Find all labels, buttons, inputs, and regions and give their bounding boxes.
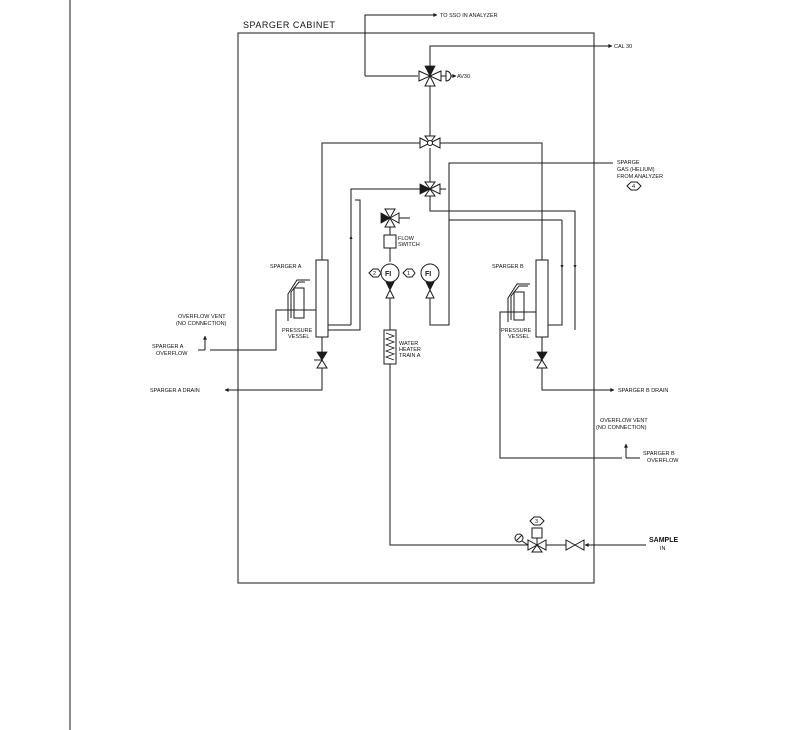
cabinet-title: SPARGER CABINET [243, 20, 335, 30]
water-heater-coil [384, 332, 396, 361]
sparger-cabinet-enclosure [237, 32, 595, 584]
line-sparger-a-drain [224, 368, 323, 392]
label-overflow-vent-b-1: OVERFLOW VENT [600, 418, 648, 424]
label-water-heater-2: HEATER [399, 347, 421, 353]
av30-three-way-valve [418, 65, 457, 87]
line-valve3-down [429, 196, 576, 330]
sparger-b-dip-tube-2 [507, 283, 530, 322]
label-sparge-gas-1: SPARGE [617, 160, 640, 166]
label-pressure-vessel-a-1: PRESSURE [282, 328, 313, 334]
flow-switch-valve [380, 208, 400, 228]
sample-ref-tag: 3 [529, 516, 545, 526]
label-pressure-vessel-a-2: VESSEL [288, 334, 309, 340]
sparger-a-column [315, 259, 329, 338]
svg-text:FI: FI [425, 271, 431, 278]
label-av30: AV30 [457, 74, 470, 80]
line-sparge-gas [429, 162, 612, 326]
line-cal30 [429, 45, 610, 68]
valve-2-three-way [419, 135, 441, 149]
label-sparger-a: SPARGER A [270, 264, 302, 270]
label-sparger-b: SPARGER B [492, 264, 524, 270]
svg-text:FI: FI [385, 271, 391, 278]
svg-text:3: 3 [535, 519, 538, 525]
label-water-heater-3: TRAIN A [399, 353, 421, 359]
line-valve2-to-sparger-a [321, 142, 420, 260]
label-pressure-vessel-b-2: VESSEL [508, 334, 529, 340]
sparger-b-column [535, 259, 549, 338]
label-flow-switch-2: SWITCH [398, 242, 420, 248]
label-sparger-a-overflow-2: OVERFLOW [156, 351, 188, 357]
sparger-a-dip-tube [290, 281, 305, 318]
label-sparger-a-overflow-1: SPARGER A [152, 344, 184, 350]
valve-3-three-way [419, 181, 441, 197]
svg-text:1: 1 [407, 271, 410, 277]
sparger-b-drain-valve [534, 351, 548, 369]
svg-text:4: 4 [632, 184, 635, 190]
label-pressure-vessel-b-1: PRESSURE [501, 328, 532, 334]
label-flow-switch-1: FLOW [398, 236, 415, 242]
svg-text:2: 2 [373, 271, 376, 277]
line-valve3-to-sparger-a [350, 188, 420, 325]
label-sparger-b-overflow-2: OVERFLOW [647, 458, 679, 464]
line-sparger-b-overflow [499, 311, 622, 459]
sparger-a-pressure-vessel [293, 287, 305, 319]
label-sparger-b-overflow-1: SPARGER B [643, 451, 675, 457]
label-sample-in-2: IN [660, 546, 666, 552]
label-overflow-vent-b-2: (NO CONNECTION) [596, 425, 647, 431]
line-sparger-b-drain [541, 368, 615, 392]
sparger-b-dip-tube [510, 285, 528, 320]
label-overflow-vent-a-2: (NO CONNECTION) [176, 321, 227, 327]
label-sparger-b-drain: SPARGER B DRAIN [618, 388, 668, 394]
label-overflow-vent-a-1: OVERFLOW VENT [178, 314, 226, 320]
line-sparger-a-inner [328, 199, 361, 331]
line-sparger-a-overflow [210, 309, 316, 351]
flow-indicator-left: FI 2 [368, 263, 400, 299]
label-to-sso: TO SSO IN ANALYZER [440, 13, 498, 19]
label-water-heater-1: WATER [399, 341, 418, 347]
label-sparge-gas-2: GAS (HELIUM) [617, 167, 655, 173]
sparge-gas-ref-tag: 4 [626, 181, 642, 191]
sparger-a-dip-tube-2 [287, 279, 310, 321]
flow-indicator-right: FI 1 [402, 263, 440, 299]
line-to-sso [364, 13, 438, 76]
flow-switch-box [383, 234, 397, 249]
line-sparger-b-inner [548, 220, 563, 326]
sparger-a-drain-valve [314, 351, 328, 369]
line-heater-to-sample [389, 364, 528, 546]
label-sparge-gas-3: FROM ANALYZER [617, 174, 663, 180]
label-sample-in-1: SAMPLE [649, 537, 679, 544]
line-valve2-to-sparger-b [440, 142, 543, 260]
sample-inlet-valve [565, 539, 585, 551]
sparger-b-pressure-vessel [513, 291, 525, 321]
label-cal30: CAL 30 [614, 44, 632, 50]
sample-pressure-regulator [514, 527, 547, 553]
label-sparger-a-drain: SPARGER A DRAIN [150, 388, 200, 394]
